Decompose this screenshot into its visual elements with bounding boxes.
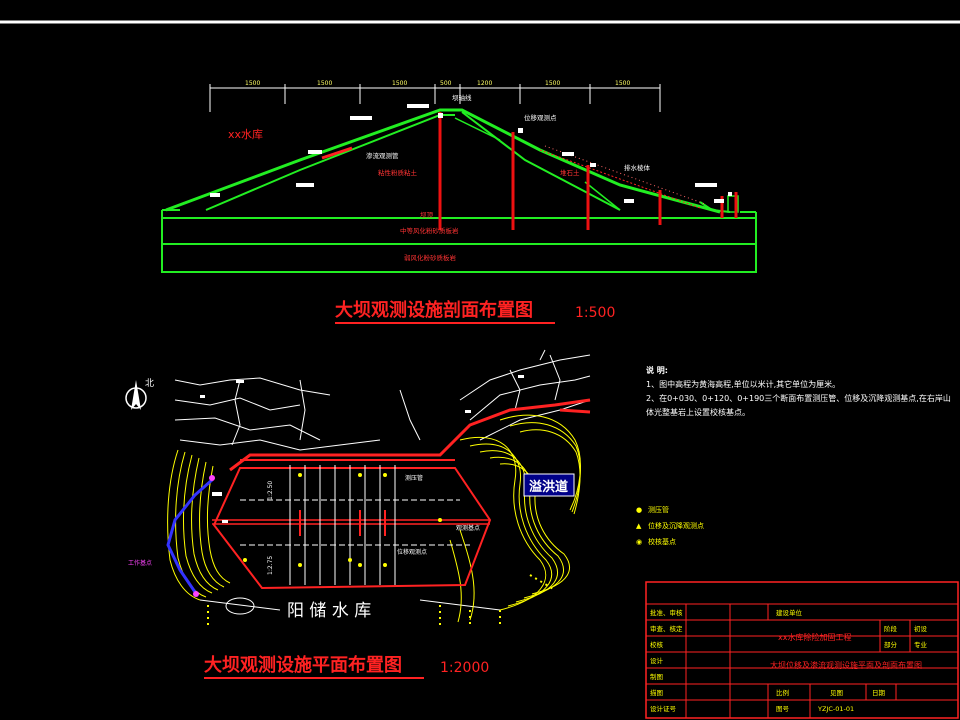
dim-2: 1500 bbox=[317, 80, 332, 87]
dam-plan-view: 北 bbox=[125, 349, 591, 679]
tb-project-name: xx水库除险加固工程 bbox=[778, 632, 851, 642]
drain-label: 排水棱体 bbox=[624, 163, 651, 172]
tb-drawing-no-label: 图号 bbox=[776, 705, 790, 713]
tb-drawing-title: 大坝位移及渗流观测设施平面及剖面布置图 bbox=[770, 660, 922, 670]
north-arrow-icon bbox=[125, 380, 147, 410]
tb-r1-c1: 批准、审核 bbox=[650, 608, 683, 617]
tb-r4-c1: 设计 bbox=[650, 656, 664, 665]
legend-text-2: 位移及沉降观测点 bbox=[648, 521, 704, 530]
crest-axis-label: 坝轴线 bbox=[452, 93, 472, 102]
dam-crest-boundary bbox=[229, 398, 591, 472]
core-base-label: 坝顶 bbox=[420, 210, 434, 219]
north-label: 北 bbox=[145, 378, 154, 389]
tb-r6-c1: 描图 bbox=[650, 688, 663, 697]
slope-ratio-upper: 1:2.50 bbox=[267, 481, 274, 500]
slope-ratio-lower: 1:2.75 bbox=[267, 556, 274, 575]
note-line-1: 1、图中高程为黄海高程,单位以米计,其它单位为厘米。 bbox=[646, 379, 840, 389]
reservoir-name: 阳 储 水 库 bbox=[287, 601, 371, 621]
tb-part-value: 专业 bbox=[914, 640, 928, 649]
legend-symbol-3: ◉ bbox=[636, 538, 642, 546]
tb-r3-c1: 校核 bbox=[650, 640, 664, 649]
legend-text-3: 校核基点 bbox=[648, 537, 676, 546]
tb-drawing-no: YZJC-01-01 bbox=[817, 705, 854, 713]
displacement-point-plan-label: 位移观测点 bbox=[397, 548, 427, 556]
clay-label: 粘性粉质粘土 bbox=[378, 168, 418, 177]
tb-r7-c1: 设计证号 bbox=[650, 704, 677, 713]
dim-7: 1500 bbox=[615, 80, 630, 87]
plan-scale: 1:2000 bbox=[440, 660, 489, 676]
tb-scale-value: 见图 bbox=[830, 689, 843, 697]
tb-stage-value: 初设 bbox=[914, 624, 928, 633]
plan-title: 大坝观测设施平面布置图 bbox=[204, 654, 402, 676]
notes-block: 说 明: 1、图中高程为黄海高程,单位以米计,其它单位为厘米。 2、在0+030… bbox=[646, 365, 951, 417]
piezometer-label: 渗流观测管 bbox=[366, 151, 399, 160]
displacement-point-label: 位移观测点 bbox=[524, 113, 557, 122]
section-title: 大坝观测设施剖面布置图 bbox=[335, 299, 533, 321]
note-line-2: 2、在0+030、0+120、0+190三个断面布置测压管、位移及沉降观测基点,… bbox=[646, 393, 951, 403]
legend-symbol-1: ● bbox=[636, 506, 642, 514]
tb-part-label: 部分 bbox=[884, 640, 898, 649]
section-scale: 1:500 bbox=[575, 305, 615, 321]
tb-scale-label: 比例 bbox=[776, 688, 789, 697]
left-work-point-label: 工作基点 bbox=[128, 559, 152, 567]
dim-5: 1200 bbox=[477, 80, 492, 87]
dim-6: 1500 bbox=[545, 80, 560, 87]
reservoir-label: xx水库 bbox=[228, 128, 263, 141]
tb-r1-c3: 建设单位 bbox=[776, 608, 803, 617]
baseline-label: 观测基点 bbox=[456, 524, 480, 532]
tb-stage-label: 阶段 bbox=[884, 624, 898, 633]
dim-1: 1500 bbox=[245, 80, 260, 87]
notes-heading: 说 明: bbox=[646, 365, 668, 375]
legend-text-1: 测压管 bbox=[648, 505, 669, 514]
legend-symbol-2: ▲ bbox=[636, 522, 642, 530]
title-block: 批准、审核 建设单位 审查、核定 校核 设计 制图 描图 设计证号 阶段 初设 … bbox=[645, 581, 959, 719]
tb-r5-c1: 制图 bbox=[650, 672, 663, 681]
dam-section-view: 1500 1500 1500 500 1200 1500 1500 bbox=[161, 80, 757, 324]
foundation-1-label: 中等风化粉砂质板岩 bbox=[400, 226, 459, 235]
piezo-tube-label: 测压管 bbox=[405, 474, 423, 482]
dim-4: 500 bbox=[440, 80, 452, 87]
note-line-3: 体光整基岩上设置校核基点。 bbox=[646, 407, 750, 417]
tb-date-label: 日期 bbox=[872, 689, 886, 697]
foundation-2-label: 弱风化粉砂质板岩 bbox=[404, 253, 457, 262]
dim-3: 1500 bbox=[392, 80, 407, 87]
dam-body-outline bbox=[212, 467, 492, 590]
left-survey-baseline bbox=[166, 478, 213, 593]
legend: ● 测压管 ▲ 位移及沉降观测点 ◉ 校核基点 bbox=[636, 505, 704, 546]
spillway-label: 溢洪道 bbox=[529, 479, 568, 495]
tb-r2-c1: 审查、核定 bbox=[650, 624, 683, 633]
rockfill-label: 堆石土 bbox=[560, 168, 580, 177]
